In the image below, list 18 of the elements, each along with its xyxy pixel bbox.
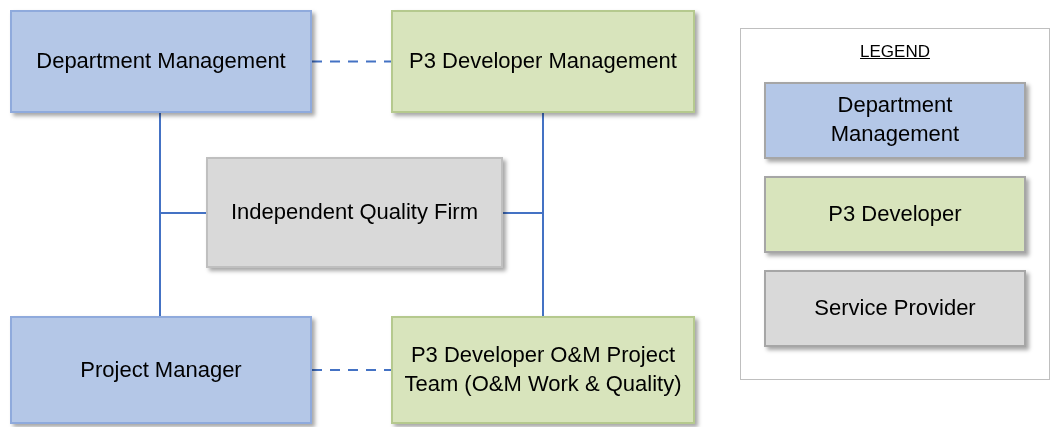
connector-line	[311, 369, 392, 371]
org-box	[10, 10, 312, 113]
box-label: P3 Developer Management	[409, 47, 677, 76]
box-label: P3 Developer O&M Project Team (O&M Work & Quality)	[403, 341, 683, 398]
org-box	[391, 316, 695, 424]
box-label: Project Manager	[80, 355, 242, 384]
legend-label: Service Provider	[814, 293, 976, 322]
connector-line	[159, 212, 207, 317]
org-box	[206, 157, 503, 268]
legend-title: LEGEND	[860, 41, 930, 63]
legend-label: Department Management	[829, 91, 961, 148]
org-box	[10, 316, 312, 424]
legend-label: P3 Developer	[828, 199, 962, 228]
org-box	[391, 10, 695, 113]
box-label: Independent Quality Firm	[231, 198, 478, 227]
connector-line	[502, 212, 544, 317]
box-label: Department Management	[36, 47, 286, 76]
connector-line	[311, 60, 392, 63]
